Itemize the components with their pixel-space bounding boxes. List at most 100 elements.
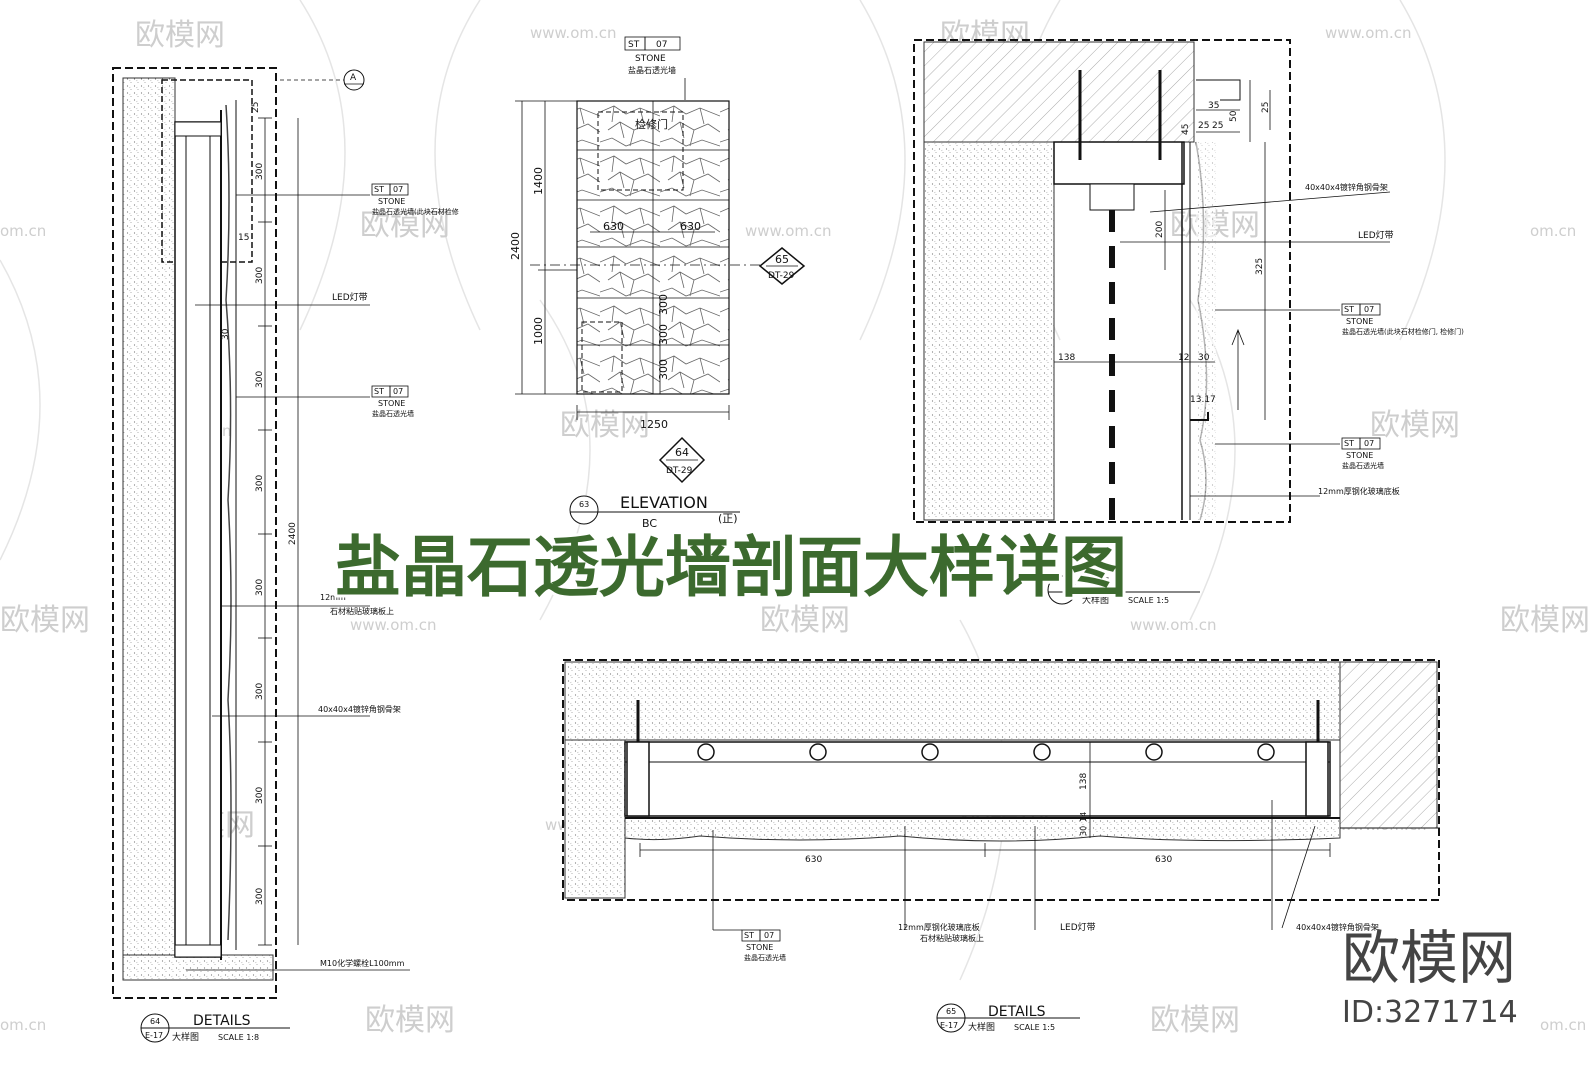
d65p-title-cn: 大样图 (968, 1021, 995, 1033)
detail-64-stone-edge (225, 104, 232, 941)
d64-dim-300-7: 300 (255, 787, 265, 804)
d64-dim-300-5: 300 (255, 579, 265, 596)
svg-text:07: 07 (1364, 439, 1374, 448)
svg-text:STONE: STONE (635, 54, 666, 64)
watermark-logo-7: 欧模网 (0, 603, 90, 638)
elev-dim-1000: 1000 (532, 317, 545, 345)
watermark-short-3: om.cn (0, 1016, 46, 1034)
detail-64: 25 300 300 300 300 300 300 300 300 2400 … (112, 67, 459, 1043)
detail-64-floor (122, 954, 274, 981)
d65p-note-glass-2: 石材粘贴玻璃板上 (920, 933, 984, 943)
d65p-note-steel: 40x40x4镀锌角钢骨架 (1296, 922, 1379, 932)
svg-text:STONE: STONE (1346, 317, 1373, 326)
elevation-access-door (597, 111, 684, 191)
d65p-dim-138: 138 (1079, 773, 1089, 790)
d65p-led-fixtures (697, 743, 1275, 761)
watermark-logo-6: 欧模网 (1370, 408, 1460, 443)
watermark-logo-9: 欧模网 (1500, 603, 1590, 638)
elevation-63: ST 07 STONE 盐晶石透光墙 检修门 (509, 36, 806, 530)
elev-dim-1400: 1400 (532, 167, 545, 195)
d65s-title-scale: SCALE 1:5 (1128, 596, 1169, 605)
svg-text:盐晶石透光墙: 盐晶石透光墙 (628, 65, 676, 75)
svg-text:07: 07 (656, 40, 667, 50)
d65s-dim-25a: 25 (1212, 121, 1223, 131)
d64-dim-25: 25 (251, 102, 261, 113)
elev-title-num: 63 (579, 500, 589, 509)
d65p-dim-14: 14 (1079, 812, 1088, 822)
elev-dim-630-1: 630 (603, 220, 624, 233)
elev-stone-tag: ST 07 STONE 盐晶石透光墙 (624, 36, 681, 75)
d64-note-glass-2: 石材粘贴玻璃板上 (330, 606, 394, 616)
d65s-stone-tag-2: ST 07 STONE 盐晶石透光墙 (1341, 437, 1384, 470)
d65s-slab (923, 41, 1195, 143)
d64-dim-2400: 2400 (288, 522, 298, 545)
d65s-dim-25b: 25 (1198, 121, 1209, 131)
svg-text:64: 64 (675, 446, 689, 459)
svg-text:ST: ST (744, 931, 754, 940)
d64-title: DETAILS (193, 1013, 251, 1029)
watermark-url-6: www.om.cn (350, 616, 437, 634)
section-marker-a (343, 69, 365, 91)
section-marker-a-label: A (350, 73, 357, 83)
svg-text:07: 07 (1364, 305, 1374, 314)
svg-text:07: 07 (393, 185, 403, 194)
watermark-layer: 欧模网 欧模网 欧模网 欧模网 欧模网 欧模网 欧模网 欧模网 欧模网 欧模网 … (0, 0, 1590, 1038)
elev-dim-630-2: 630 (680, 220, 701, 233)
svg-text:ST: ST (1344, 305, 1354, 314)
d65p-note-glass-1: 12mm厚钢化玻璃底板 (898, 922, 980, 932)
watermark-logo-5: 欧模网 (560, 408, 650, 443)
watermark-url-2: www.om.cn (1325, 24, 1412, 42)
detail-64-wall (122, 77, 176, 979)
d65p-slab (564, 661, 1341, 741)
d64-note-glass-1: 12mm (320, 593, 346, 602)
d65p-title: DETAILS (988, 1004, 1046, 1020)
d65p-dim-630-2: 630 (1155, 855, 1172, 865)
svg-text:DT-29: DT-29 (768, 271, 795, 281)
d65p-note-led: LED灯带 (1060, 922, 1096, 933)
svg-text:ST: ST (1344, 439, 1354, 448)
watermark-logo-12: 欧模网 (365, 1003, 455, 1038)
elevation-access-label: 检修门 (635, 117, 668, 131)
d64-dim-300-2: 300 (255, 267, 265, 284)
svg-text:盐晶石透光墙(此块石材检修: 盐晶石透光墙(此块石材检修 (372, 207, 459, 216)
elev-title-note: (正) (718, 512, 738, 525)
d64-dim-15: 15 (238, 233, 249, 243)
svg-text:ST: ST (374, 387, 384, 396)
d65p-frame (562, 659, 1440, 901)
d65p-title-num: 65 (946, 1007, 956, 1016)
watermark-url-1: www.om.cn (530, 24, 617, 42)
d65s-dim-1317: 13.17 (1190, 395, 1216, 405)
elev-dim-300-3: 300 (657, 359, 670, 380)
d65s-dim-30: 30 (1198, 353, 1210, 363)
detail-65-plan: 630 630 138 30 14 ST 07 STONE 盐晶石透光墙 12m… (562, 659, 1440, 1033)
d65s-dim-325: 325 (1255, 258, 1265, 275)
svg-text:DT-29: DT-29 (666, 466, 693, 476)
d65s-dim-35: 35 (1208, 101, 1219, 111)
svg-text:盐晶石透光墙: 盐晶石透光墙 (372, 409, 414, 418)
d65p-stone-panel (624, 817, 1341, 842)
elev-dim-300-2: 300 (657, 324, 670, 345)
elev-title-sub: BC (642, 517, 657, 530)
svg-text:STONE: STONE (746, 943, 773, 952)
d65s-note-led: LED灯带 (1358, 230, 1394, 241)
watermark-logo-13: 欧模网 (1150, 1003, 1240, 1038)
detail-65-section: 35 25 45 25 25 50 200 325 138 12 30 13.1… (913, 39, 1464, 606)
d65p-dim-30: 30 (1079, 826, 1088, 836)
d64-title-num: 64 (150, 1017, 160, 1026)
watermark-logo-3: 欧模网 (360, 208, 450, 243)
svg-text:盐晶石透光墙: 盐晶石透光墙 (1342, 461, 1384, 470)
watermark-short-4: om.cn (1540, 1016, 1586, 1034)
d65p-steel-frame (624, 741, 1331, 817)
d65s-dim-50: 50 (1229, 110, 1239, 122)
elev-section-marker-65: 65 DT-29 (758, 247, 806, 285)
d64-title-sheet: E-17 (145, 1031, 163, 1040)
d65p-title-scale: SCALE 1:5 (1014, 1023, 1055, 1032)
d64-title-cn: 大样图 (172, 1031, 199, 1043)
svg-text:盐晶石透光墙(此块石材检修门, 检修门): 盐晶石透光墙(此块石材检修门, 检修门) (1342, 327, 1464, 336)
elev-section-marker-64: 64 DT-29 (658, 436, 706, 484)
d65s-steel-angle (1053, 141, 1185, 185)
d64-note-led: LED灯带 (332, 292, 368, 303)
svg-text:65: 65 (775, 253, 789, 266)
d64-dim-300-3: 300 (255, 371, 265, 388)
